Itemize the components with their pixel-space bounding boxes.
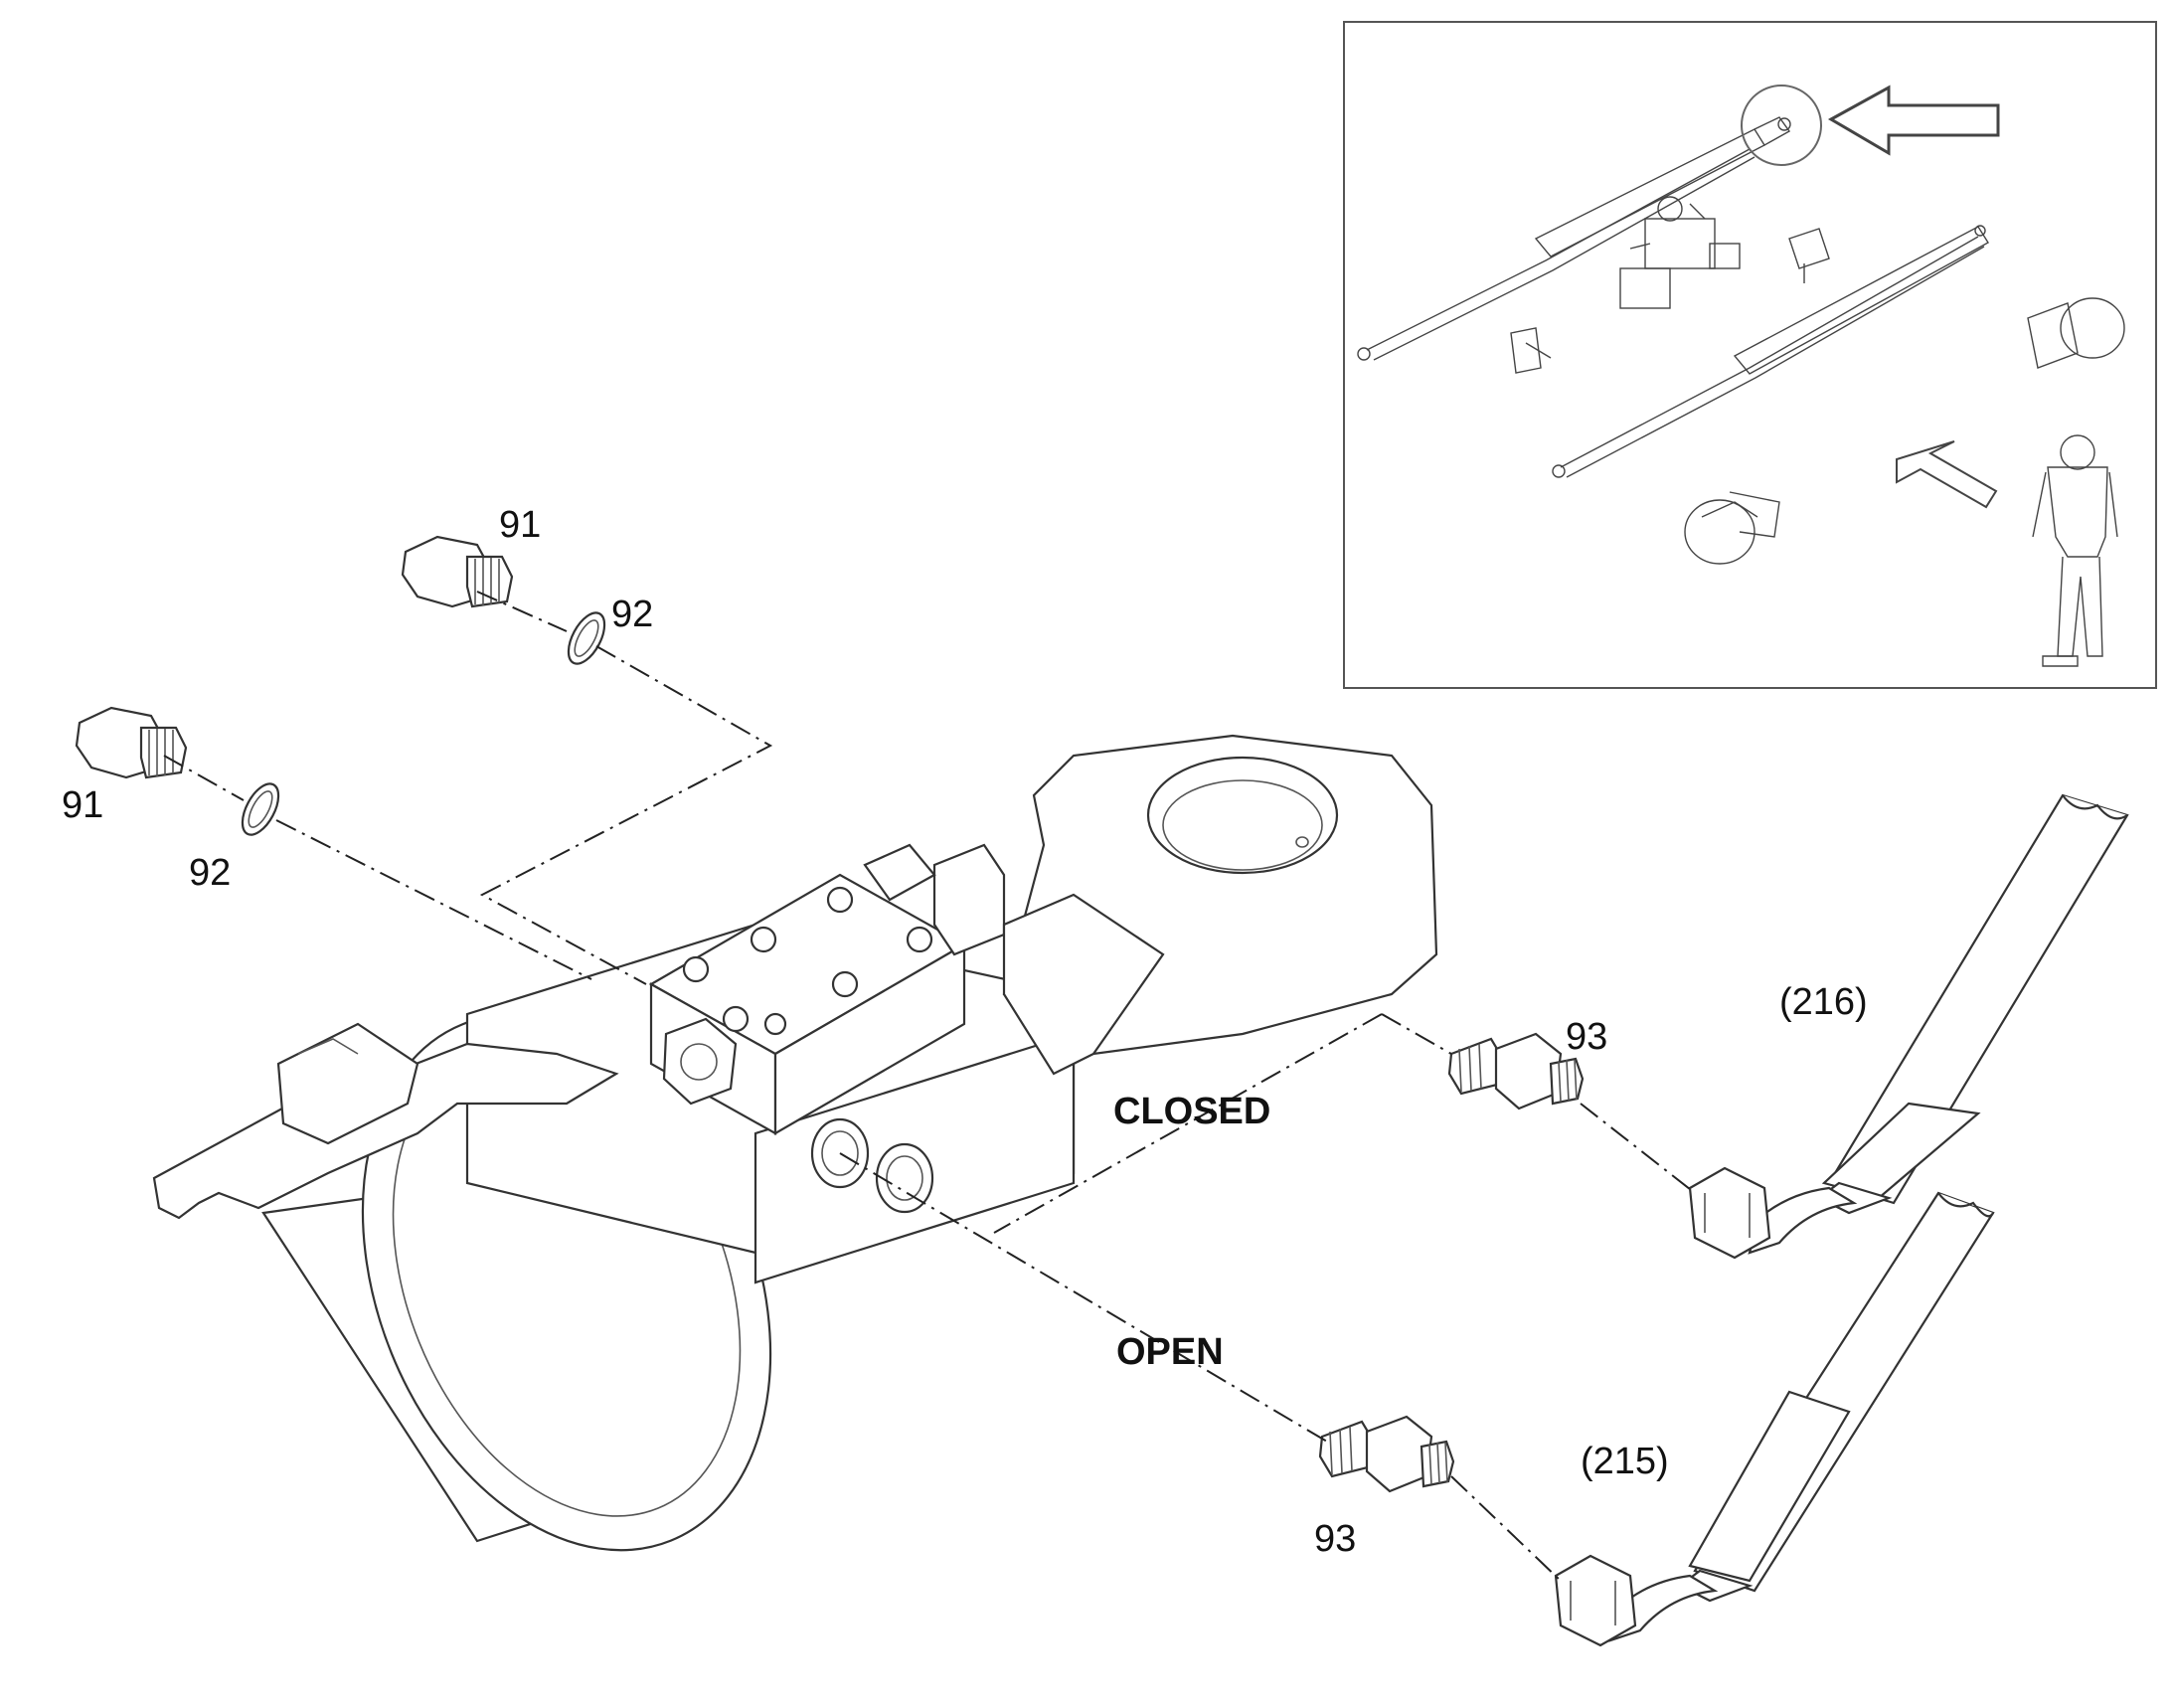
port-open-inner	[886, 1155, 923, 1201]
seal-upper	[567, 611, 606, 665]
seal-left	[241, 782, 280, 836]
inset-frame	[1343, 21, 2157, 689]
callout-seal-left: 92	[189, 852, 231, 894]
union-closed	[1447, 1032, 1585, 1110]
rod-neck	[1002, 893, 1165, 1076]
block-hex-socket	[680, 1043, 718, 1081]
rod-eye-bore	[1146, 756, 1339, 875]
bracket-clamp	[276, 1022, 419, 1145]
callout-hose-open: (215)	[1581, 1441, 1669, 1482]
human-figure	[2032, 434, 2118, 667]
block-hex-plug	[662, 1017, 738, 1106]
inset-motor-lower	[1684, 491, 1780, 565]
seal-left-inner	[248, 790, 273, 828]
hose-closed	[1688, 793, 2129, 1260]
port-label-closed: CLOSED	[1113, 1091, 1270, 1132]
callout-hose-closed: (216)	[1779, 981, 1868, 1023]
inset-bracket-left	[1510, 327, 1552, 374]
plug-left	[75, 706, 188, 779]
leader-lines	[163, 591, 1696, 1582]
valve-block-front	[773, 942, 966, 1135]
port-open	[875, 1142, 934, 1214]
inset-actuator-lower	[1552, 225, 1989, 478]
callout-seal-upper: 92	[611, 594, 653, 635]
rod-eye-mark	[1295, 836, 1309, 848]
locator-inset	[1343, 21, 2157, 689]
top-hex-nut	[932, 843, 1006, 956]
seal-upper-inner	[574, 619, 599, 657]
callout-plug-left: 91	[62, 784, 103, 826]
bracket-clamp-detail	[297, 1038, 359, 1055]
port-closed-inner	[821, 1130, 859, 1176]
hose-open	[1554, 1191, 1995, 1647]
rod-eye-bore-inner	[1162, 779, 1323, 871]
actuator-assembly	[152, 734, 1438, 1552]
callout-union-closed: 93	[1566, 1016, 1607, 1058]
callout-union-open: 93	[1314, 1518, 1356, 1560]
inset-actuator-upper	[1357, 116, 1791, 361]
highlight-circle	[1741, 85, 1822, 166]
callout-plug-upper: 91	[499, 504, 541, 546]
inset-bracket-right	[1788, 228, 1830, 283]
valve-bolts	[682, 886, 933, 1036]
port-label-open: OPEN	[1116, 1331, 1224, 1373]
pointer-arrow	[1827, 85, 2000, 156]
bracket-arm	[152, 1042, 619, 1220]
plug-upper	[401, 535, 514, 608]
direction-arrow	[1896, 440, 1998, 509]
inset-motor-right	[2027, 297, 2125, 369]
inset-manifold-center	[1619, 196, 1741, 309]
union-open	[1318, 1415, 1455, 1493]
top-fitting	[863, 843, 936, 902]
